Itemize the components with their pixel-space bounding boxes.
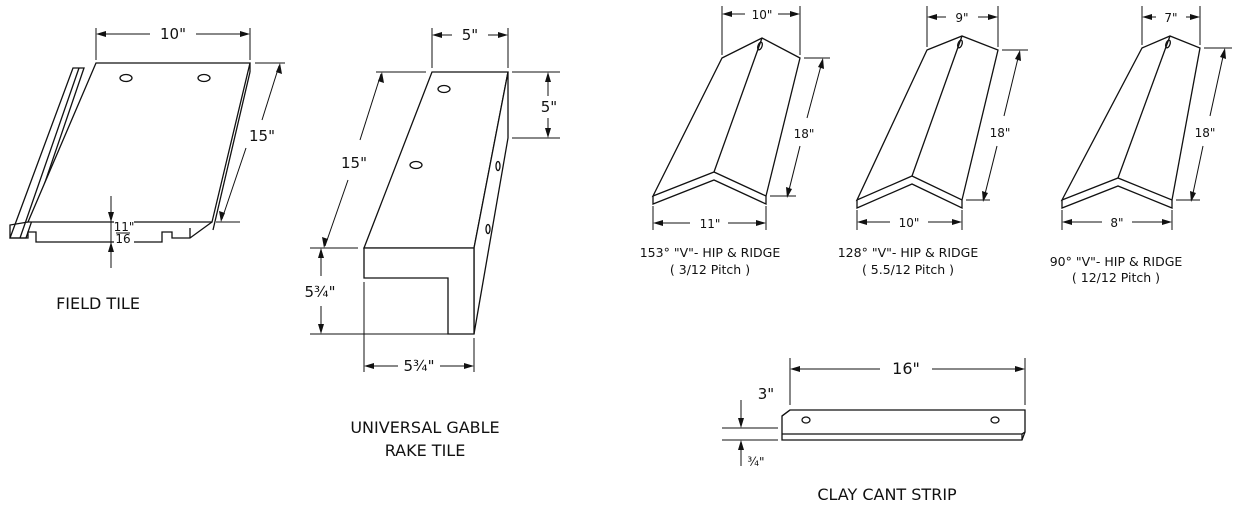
field-tile: 10" 15" 11" 16 FIELD TILE	[9, 25, 285, 313]
hip-ridge-128-caption-line1: 128° "V"- HIP & RIDGE	[838, 245, 979, 260]
cant-strip: 16" 3" ¾" CLAY CANT STRIP	[722, 358, 1026, 504]
hip-ridge-153-bottom-label: 11"	[700, 217, 721, 231]
cant-strip-body	[781, 409, 1026, 441]
hip-ridge-90-caption-line1: 90° "V"- HIP & RIDGE	[1050, 254, 1183, 269]
cant-strip-height-label: 3"	[758, 385, 774, 403]
rake-tile-caption-line2: RAKE TILE	[385, 441, 466, 460]
nail-hole	[119, 73, 133, 83]
rake-tile-length-label: 15"	[341, 154, 367, 172]
hip-ridge-153: 10" 18" 11" 153° "V"- HIP & RIDGE ( 3/12…	[640, 6, 830, 277]
hip-ridge-90-top-label: 7"	[1164, 11, 1177, 25]
hip-ridge-128: 9" 18" 10" 128° "V"- HIP & RIDGE ( 5.5/1…	[838, 6, 1028, 277]
rake-tile-front-profile	[363, 247, 475, 335]
hip-ridge-153-length-label: 18"	[794, 127, 815, 141]
cant-strip-thickness-label: ¾"	[747, 455, 764, 469]
hip-ridge-153-caption-line2: ( 3/12 Pitch )	[670, 262, 750, 277]
hip-ridge-153-caption-line1: 153° "V"- HIP & RIDGE	[640, 245, 781, 260]
rake-tile-top-height-label: 5"	[541, 98, 557, 116]
cant-strip-length-label: 16"	[892, 359, 920, 378]
hip-ridge-90-body	[1060, 35, 1201, 202]
cant-strip-caption: CLAY CANT STRIP	[817, 485, 957, 504]
hip-ridge-128-length-label: 18"	[990, 126, 1011, 140]
hip-ridge-90-length-label: 18"	[1195, 126, 1216, 140]
rake-tile-leg-width-label: 5¾"	[404, 357, 435, 375]
hip-ridge-90-caption-line2: ( 12/12 Pitch )	[1072, 270, 1160, 285]
nail-hole	[197, 73, 211, 83]
field-tile-length-label: 15"	[249, 127, 275, 145]
rake-tile-caption-line1: UNIVERSAL GABLE	[350, 418, 499, 437]
rake-tile-leg-height-label: 5¾"	[305, 283, 336, 301]
hip-ridge-128-caption-line2: ( 5.5/12 Pitch )	[862, 262, 954, 277]
gable-rake-tile: 5" 5" 15" 5¾" 5¾" UNIVERSAL GABLE RA	[305, 26, 560, 460]
hip-ridge-90-bottom-label: 8"	[1110, 216, 1123, 230]
field-tile-thickness-numerator: 11"	[114, 220, 135, 234]
hip-ridge-90: 7" 18" 8" 90° "V"- HIP & RIDGE ( 12/12 P…	[1050, 6, 1232, 285]
nail-hole	[801, 416, 811, 424]
field-tile-thickness-denominator: 16	[115, 232, 130, 246]
field-tile-body	[27, 62, 251, 223]
hip-ridge-128-body	[855, 35, 999, 202]
field-tile-caption: FIELD TILE	[56, 294, 140, 313]
rake-tile-top-width-label: 5"	[462, 26, 478, 44]
hip-ridge-153-top-label: 10"	[752, 8, 773, 22]
hip-ridge-128-top-label: 9"	[955, 11, 968, 25]
hip-ridge-153-body	[651, 37, 801, 198]
nail-hole	[990, 416, 1000, 424]
hip-ridge-128-bottom-label: 10"	[899, 216, 920, 230]
field-tile-width-label: 10"	[160, 25, 186, 43]
